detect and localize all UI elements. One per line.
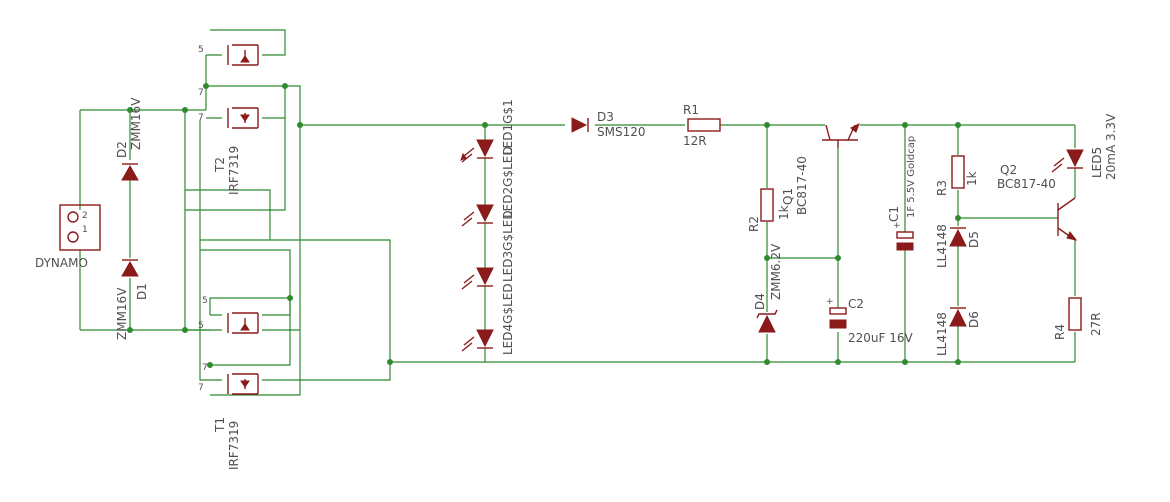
r3-value: 1k [965, 171, 979, 186]
transistor-q1: Q1 BC817-40 [781, 122, 860, 215]
zener-d4: D4 ZMM6.2V [753, 243, 783, 333]
t1-pin-7a: 7 [202, 363, 208, 373]
transistor-q2: Q2 BC817-40 [997, 163, 1078, 241]
diode-d5: LL4148 D5 [935, 224, 981, 268]
dynamo-pin2: 2 [82, 211, 88, 221]
r1-name: R1 [683, 103, 699, 117]
d4-name: D4 [753, 293, 767, 310]
capacitor-c1: + C1 1F 5.5V Goldcap [887, 136, 917, 251]
led3-label: LED3G$LED [501, 210, 515, 282]
c1-value: 1F 5.5V Goldcap [906, 136, 917, 218]
resistor-r2: R2 1k [747, 188, 791, 232]
d2-value: ZMM16V [129, 97, 143, 150]
r1-value: 12R [683, 134, 707, 148]
d6-name: D6 [967, 311, 981, 328]
t2-name: T2 [213, 157, 227, 173]
r4-name: R4 [1053, 324, 1067, 340]
t1-name: T1 [213, 417, 227, 433]
q1-name: Q1 [781, 188, 795, 205]
t2-pin-7b: 7 [198, 113, 204, 123]
q1-value: BC817-40 [795, 156, 809, 215]
diode-d1: D1 ZMM16V [115, 259, 149, 340]
d3-value: SMS120 [597, 125, 646, 139]
junctions [127, 83, 961, 368]
led5-value: 20mA 3.3V [1104, 113, 1118, 180]
t1-pin-5b: 5 [198, 321, 204, 331]
led4-label: LED4G$LED [501, 283, 515, 355]
dynamo-pin1: 1 [82, 225, 88, 235]
led3 [461, 267, 494, 290]
diode-d2: D2 ZMM16V [115, 97, 143, 181]
led5-name: LED5 [1090, 147, 1104, 178]
d3-name: D3 [597, 110, 614, 124]
diode-d6: LL4148 D6 [935, 307, 981, 356]
c2-plus: + [826, 297, 834, 307]
d5-name: D5 [967, 231, 981, 248]
c1-name: C1 [887, 206, 901, 222]
r4-value: 27R [1089, 312, 1103, 336]
t2-pin-5: 5 [198, 45, 204, 55]
dynamo-label: DYNAMO [35, 256, 88, 270]
resistor-r1: R1 12R [683, 103, 721, 148]
c2-value: 220uF 16V [848, 331, 913, 345]
c2-name: C2 [848, 297, 864, 311]
d1-value: ZMM16V [115, 287, 129, 340]
led4 [461, 329, 494, 352]
r3-name: R3 [935, 180, 949, 196]
led2 [461, 204, 494, 227]
led1 [460, 139, 494, 163]
d1-name: D1 [135, 283, 149, 300]
led2-label: LED2G$LED [501, 146, 515, 218]
led1-label: LED1G$1 [501, 99, 515, 155]
led-column: LED1G$1 LED2G$LED LED3G$LED LED4G$LED [460, 99, 515, 355]
t2-value: IRF7319 [227, 146, 241, 195]
d5-value: LL4148 [935, 224, 949, 268]
q2-name: Q2 [1000, 163, 1017, 177]
d2-name: D2 [115, 141, 129, 158]
resistor-r3: R3 1k [935, 155, 979, 196]
capacitor-c2: + C2 220uF 16V [826, 297, 913, 345]
r2-name: R2 [747, 216, 761, 232]
d4-value: ZMM6.2V [769, 243, 783, 300]
q2-value: BC817-40 [997, 177, 1056, 191]
diode-d3: D3 SMS120 [571, 110, 646, 139]
t2-pin-7a: 7 [198, 88, 204, 98]
resistor-r4: R4 27R [1053, 297, 1103, 340]
r2-value: 1k [777, 205, 791, 220]
mosfet-t2: 5 7 7 T2 IRF7319 [198, 44, 259, 195]
t1-value: IRF7319 [227, 421, 241, 470]
t1-pin-5a: 5 [202, 296, 208, 306]
led5: LED5 20mA 3.3V [1051, 113, 1118, 180]
mosfet-t1: 5 5 7 7 T1 IRF7319 [198, 296, 259, 470]
t1-pin-7b: 7 [198, 383, 204, 393]
dynamo-connector: 2 1 DYNAMO [35, 204, 101, 270]
c1-plus: + [893, 221, 901, 231]
d6-value: LL4148 [935, 312, 949, 356]
wires [79, 29, 1076, 396]
